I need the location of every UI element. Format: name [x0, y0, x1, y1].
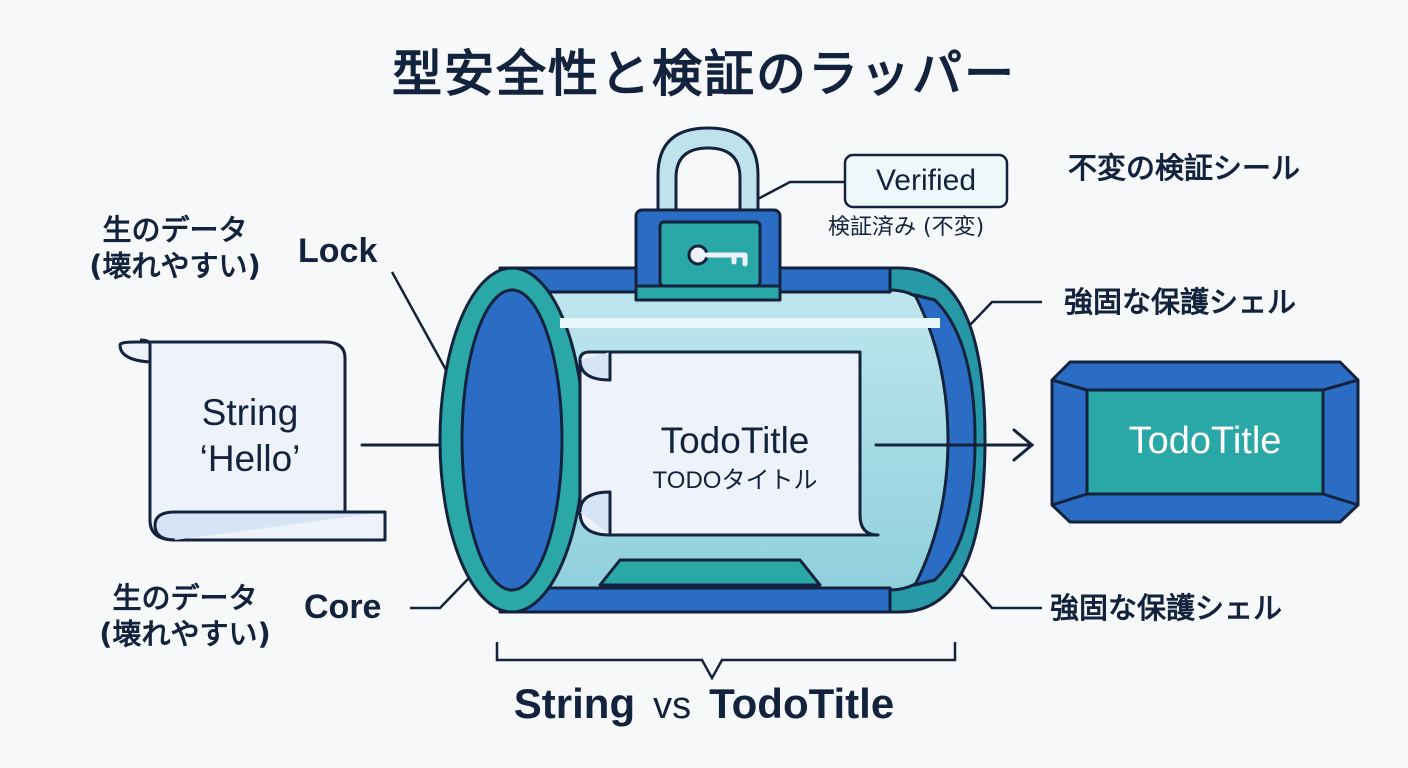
comparison-right: TodoTitle [709, 680, 895, 727]
padlock-icon [634, 126, 782, 302]
string-type-name: String [201, 392, 299, 433]
lock-leader-line [390, 271, 448, 371]
core-card-name: TodoTitle [660, 420, 810, 461]
comparison-left: String [513, 680, 636, 727]
output-box-label: TodoTitle [1128, 420, 1282, 462]
seal-label: 不変の検証シール [1068, 151, 1301, 185]
shell-bottom-leader-line [957, 569, 1042, 610]
string-scroll-text: String ‘Hello’ [160, 390, 340, 483]
core-label: Core [304, 588, 382, 626]
raw-data-label-bottom-line1: 生のデータ [112, 581, 258, 615]
comparison-caption: String vs TodoTitle [0, 680, 1408, 728]
comparison-vs: vs [653, 685, 692, 727]
string-value: ‘Hello’ [199, 438, 301, 480]
string-scroll [118, 338, 387, 542]
raw-data-label-top-line1: 生のデータ [102, 213, 248, 247]
raw-data-label-bottom: 生のデータ (壊れやすい) [80, 580, 290, 653]
shell-top-leader-line [969, 300, 1042, 326]
comparison-bracket [495, 642, 957, 681]
verified-badge-box [843, 153, 1009, 209]
raw-data-label-top-line2: (壊れやすい) [89, 249, 261, 284]
verified-sub-label: 検証済み (不変) [828, 215, 985, 240]
leader-lines [390, 180, 1042, 610]
core-card-text: TodoTitle TODOタイトル [610, 418, 860, 496]
shell-label-top: 強固な保護シェル [1064, 285, 1297, 319]
lock-label: Lock [298, 232, 378, 270]
core-card-sub: TODOタイトル [652, 467, 818, 495]
page-title: 型安全性と検証のラッパー [392, 45, 1016, 103]
verified-leader-line [755, 180, 845, 202]
todo-title-output-box [1050, 360, 1360, 524]
verified-badge-label: Verified [875, 164, 977, 197]
shell-label-bottom: 強固な保護シェル [1050, 591, 1283, 625]
raw-data-label-top: 生のデータ (壊れやすい) [70, 212, 280, 285]
raw-data-label-bottom-line2: (壊れやすい) [99, 617, 271, 652]
output-arrow [874, 428, 1035, 462]
todo-title-card [578, 350, 880, 537]
